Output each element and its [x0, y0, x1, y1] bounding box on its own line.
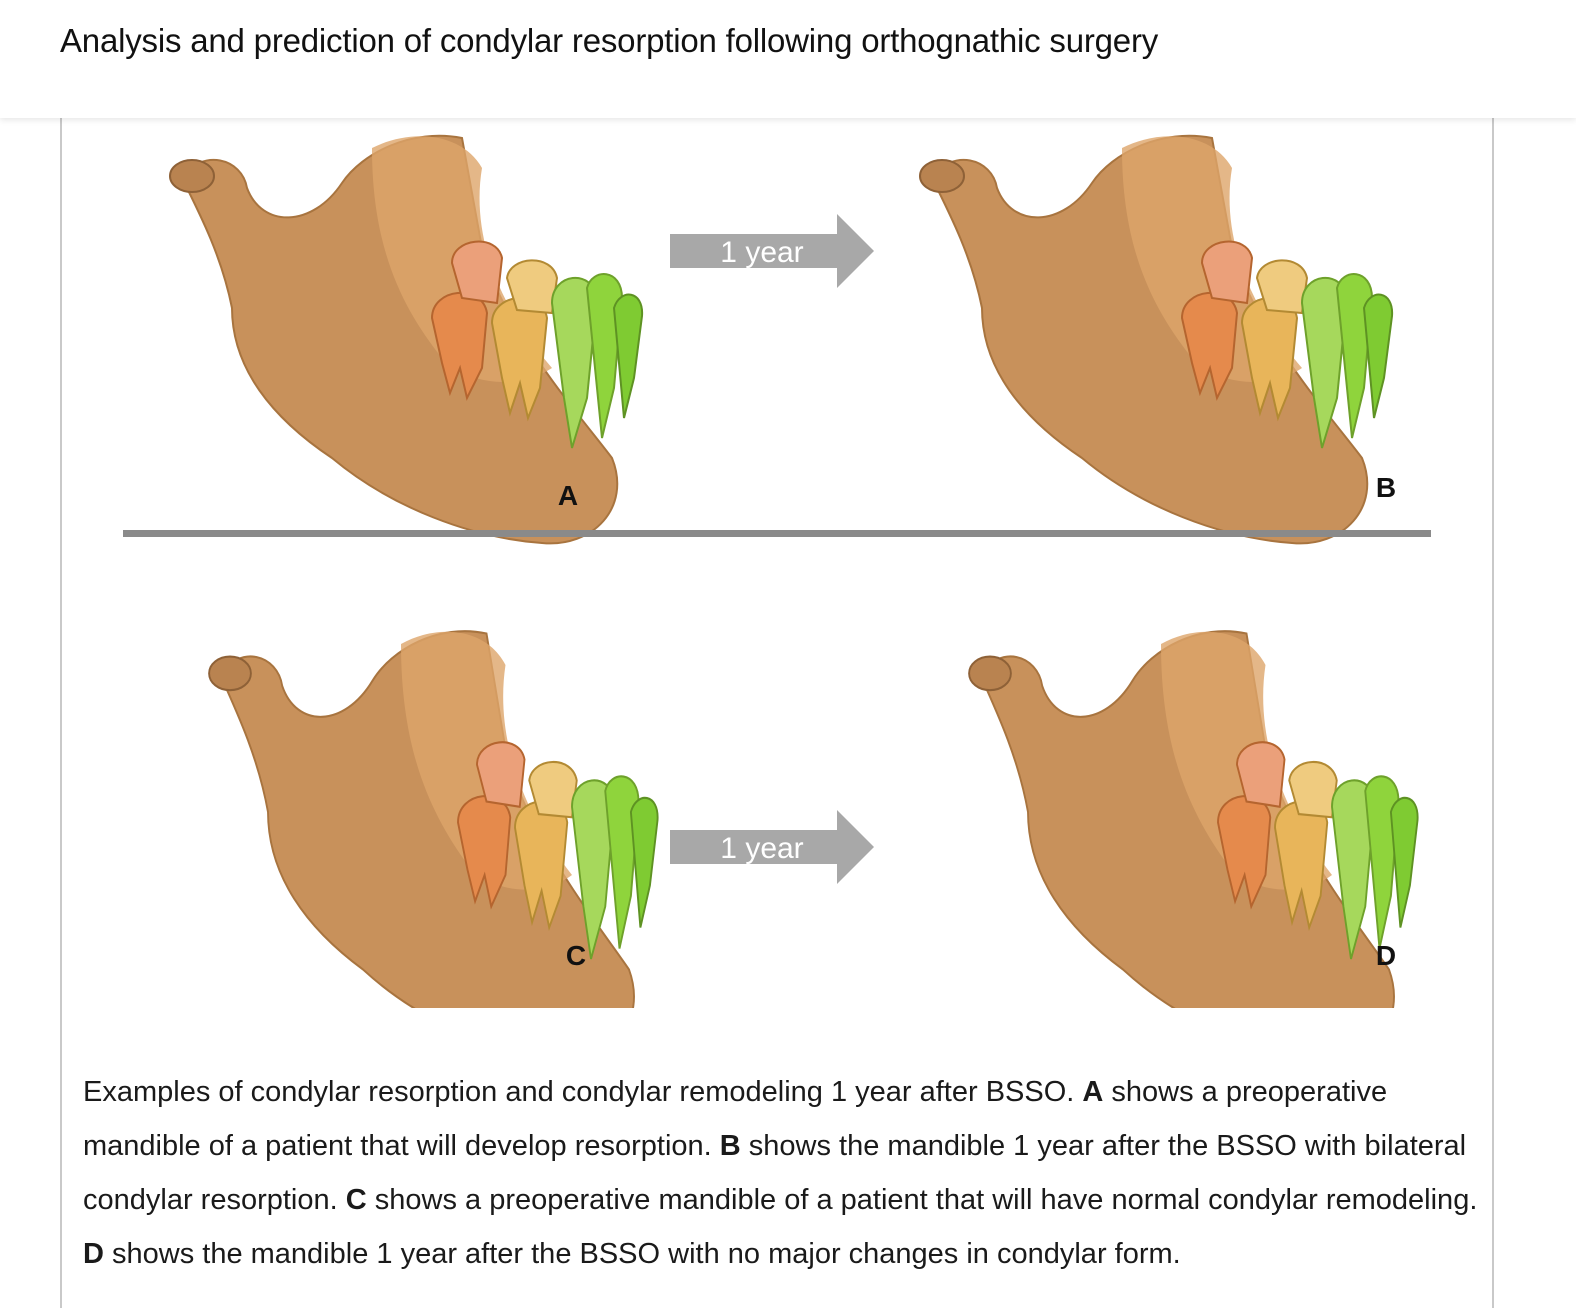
- panel-divider: [123, 530, 1431, 537]
- mandible-c-image: [208, 630, 659, 1008]
- caption-label-b: B: [719, 1130, 741, 1162]
- figure-caption: Examples of condylar resorption and cond…: [83, 1065, 1483, 1281]
- arrow-top: 1 year: [670, 214, 874, 288]
- caption-label-a: A: [1082, 1076, 1104, 1108]
- figure-card: 1 year 1 year A B C D Examples of condyl…: [60, 118, 1494, 1308]
- panel-label-b: B: [1376, 472, 1396, 503]
- caption-text-5: shows the mandible 1 year after the BSSO…: [112, 1238, 1181, 1270]
- figure-image: 1 year 1 year A B C D: [123, 134, 1431, 1008]
- arrow-top-label: 1 year: [720, 236, 803, 269]
- panel-label-c: C: [566, 940, 586, 971]
- caption-label-d: D: [83, 1238, 104, 1270]
- mandible-d-image: [968, 630, 1419, 1008]
- arrow-bottom-label: 1 year: [720, 832, 803, 865]
- caption-text-3: shows the mandible 1 year after the BSSO…: [83, 1130, 1467, 1216]
- mandible-b-image: [919, 134, 1394, 545]
- panel-label-a: A: [558, 480, 578, 511]
- caption-text-1: Examples of condylar resorption and cond…: [83, 1076, 1075, 1108]
- page-title: Analysis and prediction of condylar reso…: [60, 22, 1159, 59]
- page-header: Analysis and prediction of condylar reso…: [0, 0, 1576, 118]
- panel-label-d: D: [1376, 940, 1396, 971]
- caption-text-4: shows a preoperative mandible of a patie…: [374, 1184, 1478, 1216]
- arrow-bottom: 1 year: [670, 810, 874, 884]
- caption-label-c: C: [345, 1184, 367, 1216]
- caption-text-2: shows a preoperative mandible of a patie…: [83, 1076, 1388, 1162]
